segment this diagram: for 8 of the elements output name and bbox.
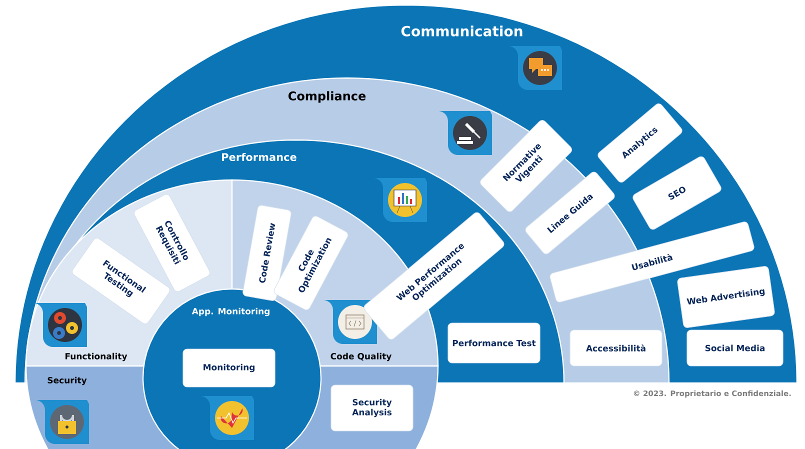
text-box: Security Analysis xyxy=(330,384,414,432)
text-box: Social Media xyxy=(686,330,784,366)
text-box: Web Advertising xyxy=(677,266,775,328)
text-box: Performance Test xyxy=(448,322,540,364)
text-box: Code Review xyxy=(242,205,292,301)
text-box: SEO xyxy=(632,156,722,230)
text-box: Accessibilità xyxy=(570,330,662,366)
text-box: Monitoring xyxy=(182,348,276,388)
